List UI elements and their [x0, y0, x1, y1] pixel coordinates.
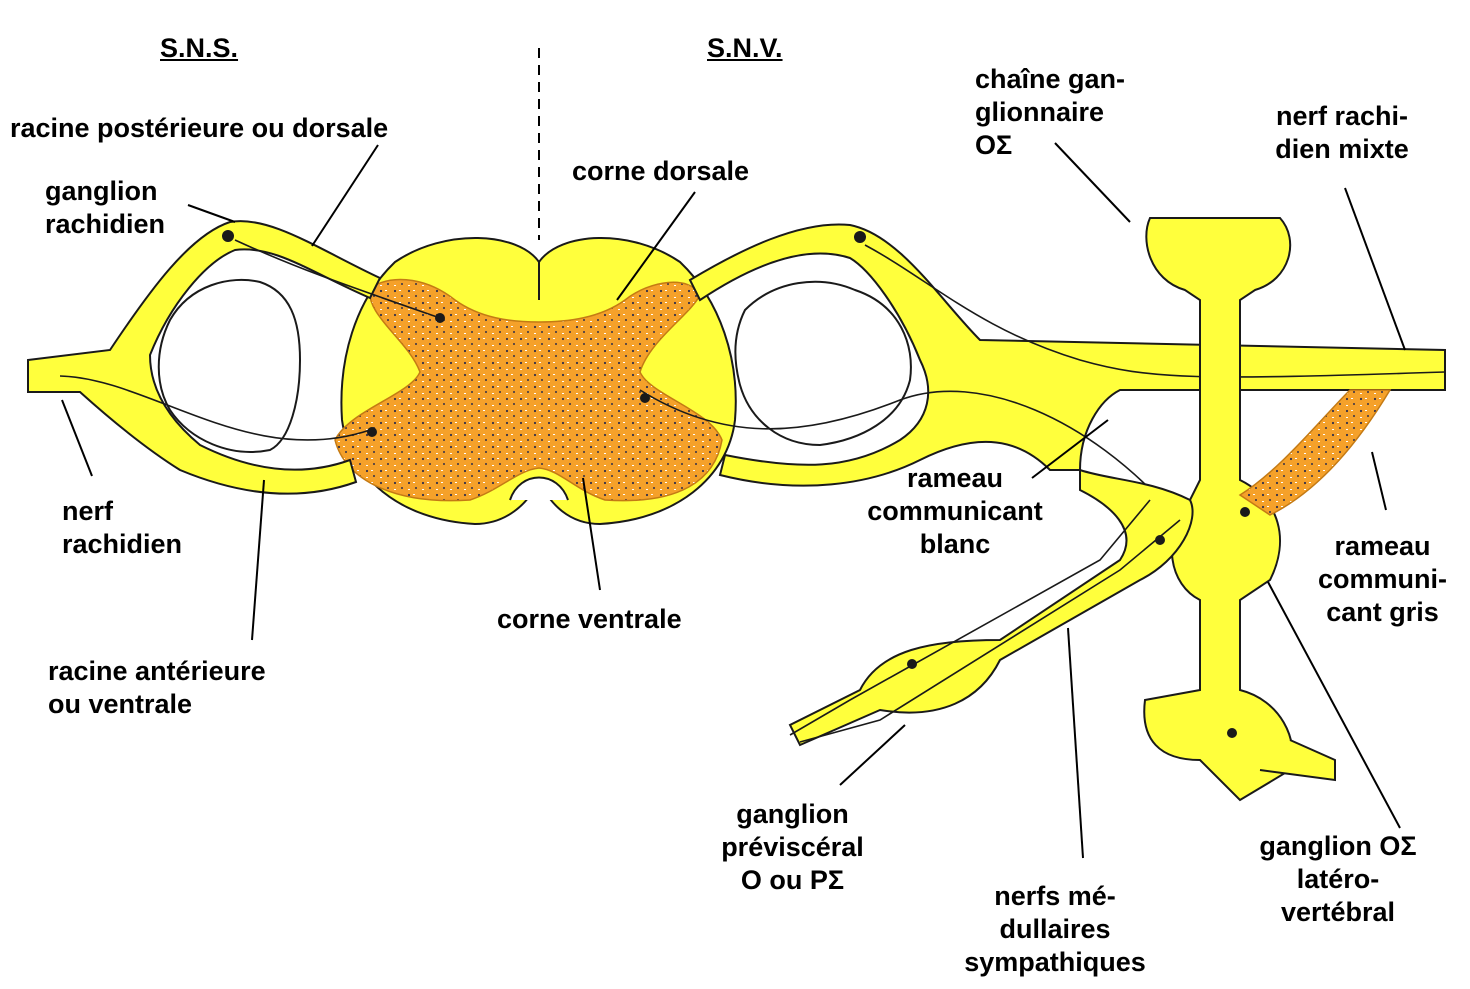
label-nerfs-medullaires: nerfs mé- dullaires sympathiques [955, 880, 1155, 979]
label-nerf-rachidien-mixte: nerf rachi- dien mixte [1252, 100, 1432, 166]
grey-ramus-branch [1240, 390, 1390, 515]
label-ganglion-latero-vertebral: ganglion OΣ latéro- vertébral [1238, 830, 1438, 929]
sns-heading: S.N.S. [160, 32, 238, 65]
label-ganglion-rachidien: ganglion rachidien [45, 175, 165, 241]
label-corne-dorsale: corne dorsale [572, 155, 749, 188]
label-rameau-blanc: rameau communicant blanc [850, 462, 1060, 561]
label-nerf-rachidien: nerf rachidien [62, 495, 182, 561]
label-rameau-gris: rameau communi- cant gris [1300, 530, 1465, 629]
label-chaine-ganglionnaire: chaîne gan- glionnaire OΣ [975, 63, 1125, 162]
label-ganglion-previsceral: ganglion préviscéral O ou PΣ [700, 798, 885, 897]
label-corne-ventrale: corne ventrale [497, 603, 682, 636]
label-racine-posterieure: racine postérieure ou dorsale [10, 112, 388, 145]
snv-heading: S.N.V. [707, 32, 783, 65]
label-racine-anterieure: racine antérieure ou ventrale [48, 655, 266, 721]
